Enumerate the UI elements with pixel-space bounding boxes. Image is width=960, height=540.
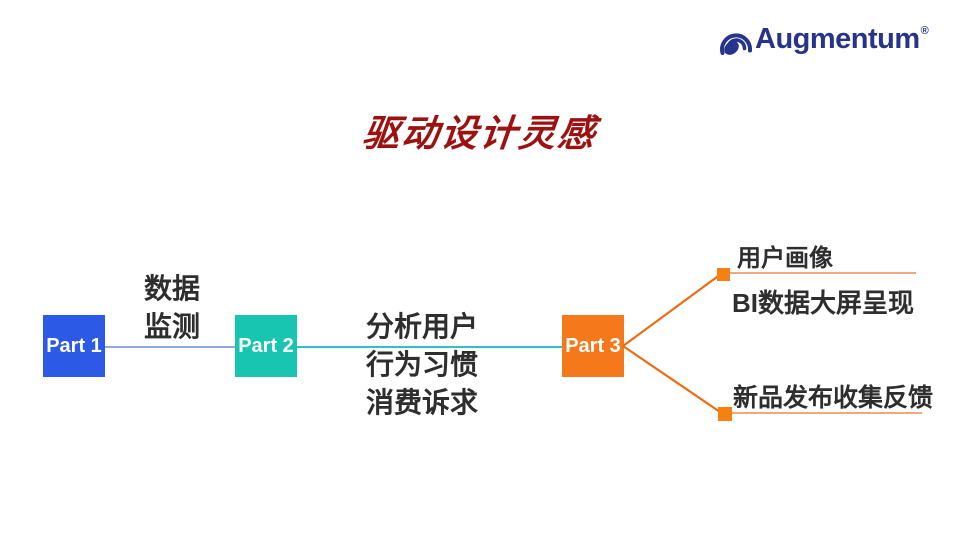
- edge-label-line: 数据: [143, 273, 200, 304]
- outcome-label-bi-dashboard: BI数据大屏呈现: [732, 288, 915, 318]
- edge-label-user-analysis: 分析用户 行为习惯 消费诉求: [366, 308, 478, 422]
- connector-part1-part2: [103, 346, 237, 348]
- part2-box: Part 2: [235, 315, 297, 377]
- edge-label-line: 监测: [143, 311, 200, 342]
- logo: Augmentum ®: [719, 20, 929, 60]
- logo-brand-text: Augmentum: [755, 23, 920, 55]
- edge-label-line: 分析用户: [366, 311, 479, 342]
- branch-lines: [622, 273, 724, 415]
- part3-label: Part 3: [565, 334, 621, 357]
- part1-label: Part 1: [46, 334, 102, 357]
- outcome-label-new-product-feedback: 新品发布收集反馈: [733, 384, 934, 412]
- connector-part2-part3: [295, 346, 564, 348]
- part1-box: Part 1: [43, 315, 105, 377]
- slide-title: 驱动设计灵感: [360, 113, 599, 154]
- part2-label: Part 2: [238, 334, 294, 357]
- branch-marker-top: [717, 268, 730, 281]
- branch-underline-top: [730, 272, 916, 274]
- registered-trademark: ®: [920, 25, 929, 37]
- edge-label-line: 消费诉求: [366, 387, 479, 418]
- part3-box: Part 3: [562, 315, 624, 377]
- outcome-label-user-portrait: 用户画像: [737, 245, 833, 272]
- branch-underline-bottom: [732, 412, 922, 414]
- augmentum-swoosh-icon: [720, 33, 753, 55]
- branch-marker-bottom: [718, 407, 732, 421]
- edge-label-line: 行为习惯: [366, 349, 479, 380]
- edge-label-data-monitoring: 数据 监测: [114, 270, 230, 346]
